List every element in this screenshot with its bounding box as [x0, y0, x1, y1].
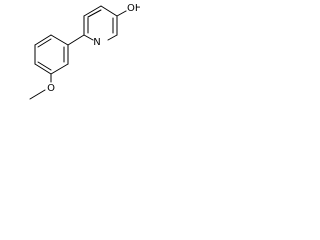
bond-b6-b1 — [50, 34, 69, 46]
nitrogen-label: N — [93, 37, 100, 48]
benzene-ring — [34, 34, 69, 75]
bond-c2-c3 — [83, 5, 102, 17]
bond-b5-b6 — [34, 34, 52, 46]
bond-ring-ch2 — [116, 10, 127, 17]
bond-c3-c4 — [100, 5, 118, 17]
bond-c5-c6 — [107, 34, 118, 41]
methoxy-group — [29, 73, 52, 100]
bond-b2-b3 — [50, 63, 69, 75]
methoxy-oxygen-label: O — [47, 83, 55, 94]
hydroxyl-label: OH — [127, 3, 140, 14]
bond-c2-c3-double — [87, 9, 102, 18]
bond-o-ch3 — [29, 89, 46, 100]
bond-b3-b4-double — [37, 61, 52, 71]
bond-n-c2 — [83, 34, 94, 41]
bond-b5-b6-double — [37, 38, 52, 48]
molecule-structure: N OH O — [29, 3, 140, 100]
bond-b3-b4 — [34, 63, 52, 75]
bond-biaryl — [67, 34, 85, 46]
pyridine-ring — [83, 5, 118, 41]
hydroxymethyl-group — [116, 10, 127, 17]
